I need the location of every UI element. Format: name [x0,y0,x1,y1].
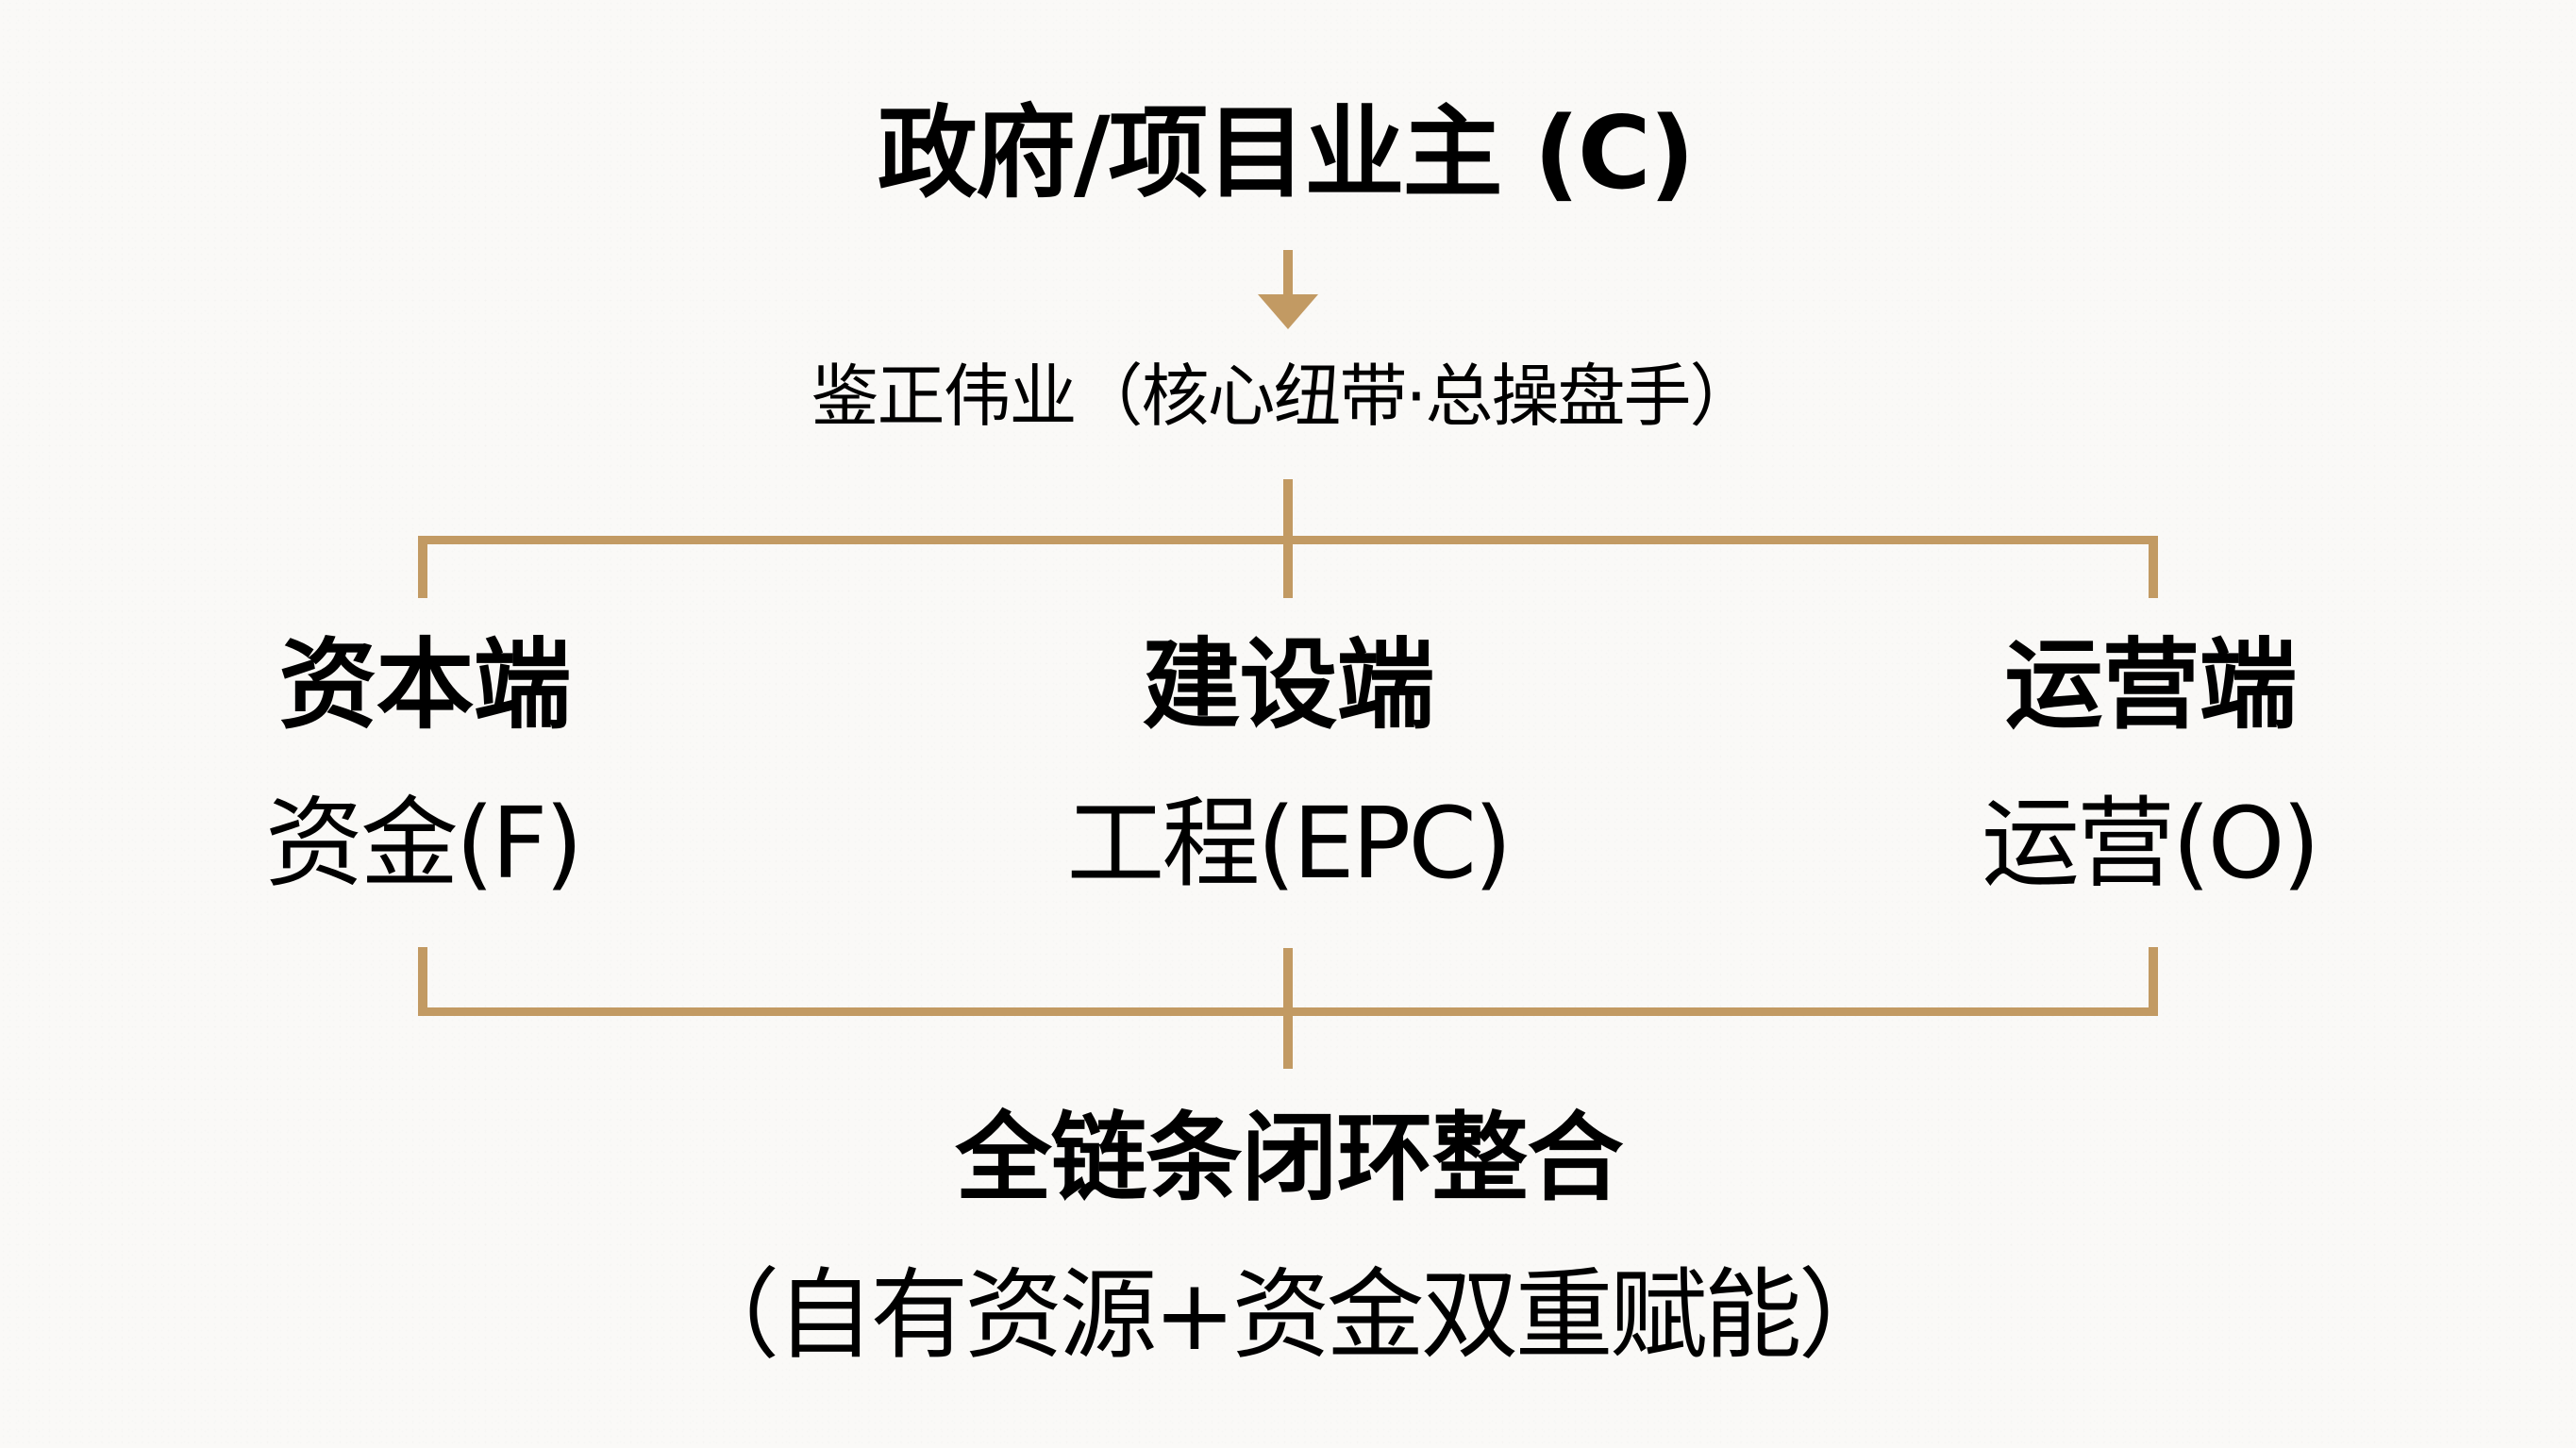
column-label: 资金(F) [265,786,583,901]
arrow-down-icon [1258,250,1318,329]
bottom-node-subtitle: （自有资源+资金双重赋能） [681,1257,1896,1373]
bottom-bracket [418,947,2158,1069]
top-node-title: 政府/项目业主 (C) [877,95,1695,211]
column-label: 工程(EPC) [1066,786,1512,901]
column-heading: 运营端 [2004,627,2297,742]
column-heading: 建设端 [1142,627,1434,742]
column-heading: 资本端 [278,627,571,742]
column-label: 运营(O) [1981,786,2320,901]
bottom-node-title: 全链条闭环整合 [955,1103,1624,1215]
top-bracket [418,479,2158,598]
core-node-label: 鉴正伟业（核心纽带·总操盘手） [811,357,1758,436]
